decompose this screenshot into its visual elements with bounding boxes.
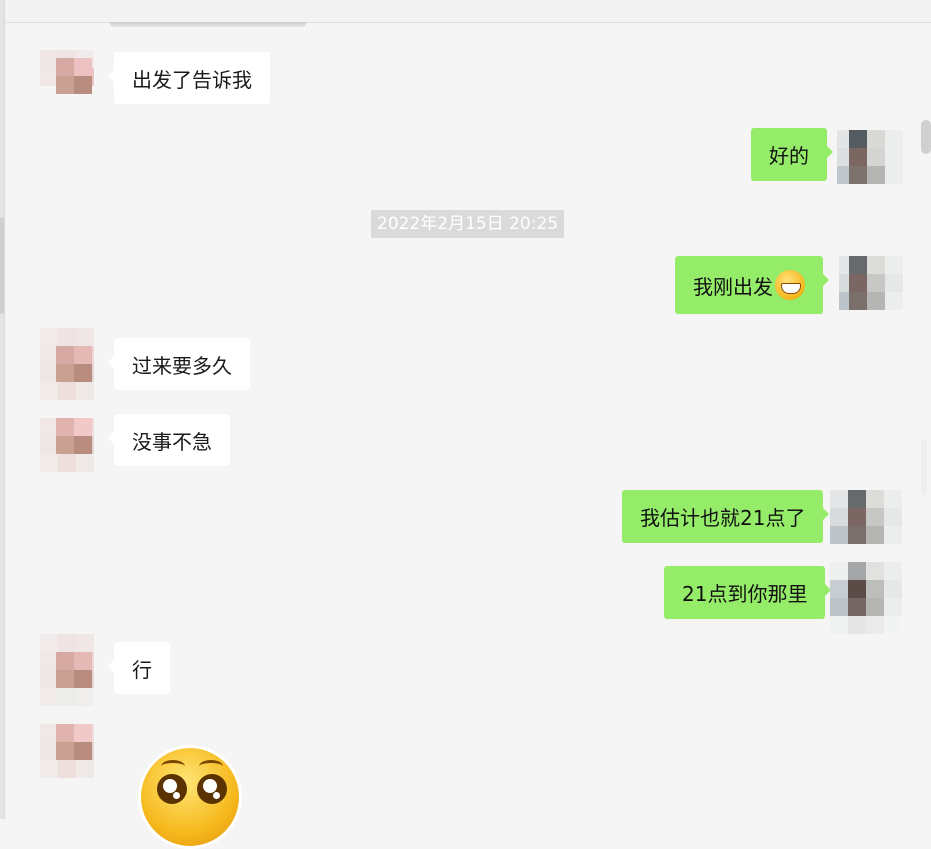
message-text: 好的 <box>769 144 809 168</box>
message-text: 我刚出发 <box>693 274 773 299</box>
contact-avatar-pixels <box>56 652 92 688</box>
message-bubble-incoming[interactable]: 没事不急 <box>108 414 230 466</box>
message-text: 行 <box>132 657 152 682</box>
sticker-brow <box>161 760 185 773</box>
message-bubble-outgoing[interactable]: 好的 <box>751 128 833 181</box>
self-avatar[interactable] <box>837 130 903 184</box>
message-text: 没事不急 <box>132 429 212 454</box>
chat-scrollbar-track <box>921 440 927 495</box>
sticker-eye <box>157 774 187 804</box>
message-text: 出发了告诉我 <box>132 67 252 92</box>
message-bubble-outgoing[interactable]: 我刚出发 <box>675 256 829 314</box>
grinning-face-emoji-icon <box>775 270 805 300</box>
contact-avatar-pixels <box>56 58 92 94</box>
chat-header-bar <box>5 0 931 23</box>
header-shadow <box>110 22 306 27</box>
message-bubble-incoming[interactable]: 过来要多久 <box>108 338 250 390</box>
message-text: 21点到你那里 <box>682 582 808 606</box>
self-avatar[interactable] <box>839 256 903 310</box>
left-scrollbar-thumb[interactable] <box>0 218 4 314</box>
self-avatar[interactable] <box>830 562 902 634</box>
message-text: 过来要多久 <box>132 353 232 378</box>
chat-timestamp: 2022年2月15日 20:25 <box>371 210 565 238</box>
contact-avatar[interactable] <box>40 634 94 706</box>
contact-avatar-pixels <box>56 346 92 382</box>
message-bubble-incoming[interactable]: 行 <box>108 642 170 694</box>
pleading-face-sticker-icon[interactable] <box>138 745 242 849</box>
contact-avatar-pixels <box>56 418 92 454</box>
left-panel-edge <box>0 0 5 819</box>
contact-avatar-pixels <box>56 724 92 760</box>
message-bubble-incoming[interactable]: 出发了告诉我 <box>108 52 270 104</box>
message-text: 我估计也就21点了 <box>640 506 806 530</box>
message-bubble-outgoing[interactable]: 21点到你那里 <box>664 566 832 619</box>
chat-scrollbar-thumb[interactable] <box>921 120 931 154</box>
self-avatar[interactable] <box>830 490 902 544</box>
sticker-eye <box>197 774 227 804</box>
message-bubble-outgoing[interactable]: 我估计也就21点了 <box>622 490 830 543</box>
sticker-brow <box>199 760 223 773</box>
